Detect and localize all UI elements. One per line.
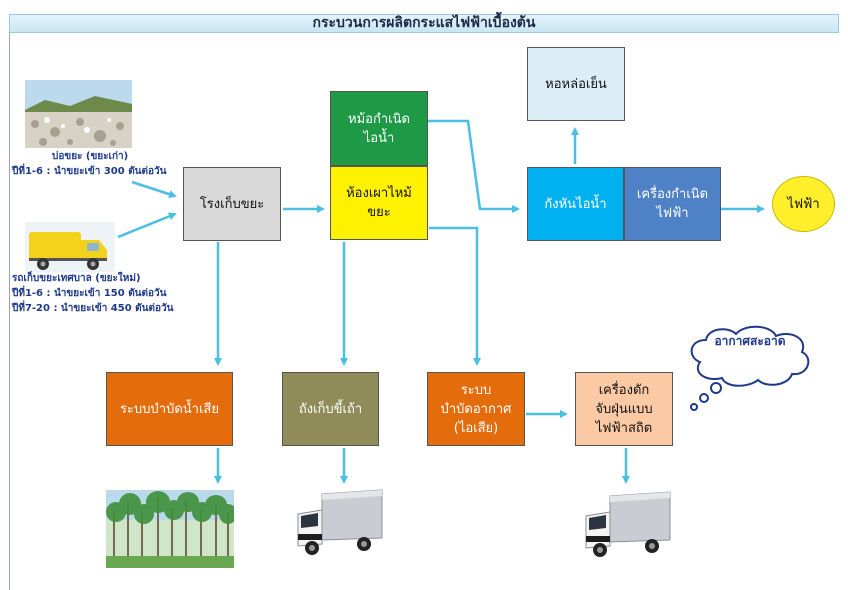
forest-photo [106,490,234,568]
ash-truck-icon [292,488,384,560]
wastewater-box: ระบบบำบัดน้ำเสีย [106,372,233,446]
turbine-box: กังหันไอน้ำ [527,167,624,241]
generator-box: เครื่องกำเนิด ไฟฟ้า [624,167,721,241]
diagram-title: กระบวนการผลิตกระแสไฟฟ้าเบื้องต้น [9,14,839,33]
arrow-landfill-to-sorting [131,180,177,198]
frame-border [9,32,10,590]
arrow-boiler-to-turbine [428,119,520,213]
ash-tank-box: ถังเก็บขี้เถ้า [282,372,379,446]
garbage-truck-photo [25,222,115,272]
arrow-furnace-to-air [429,226,481,366]
air-treatment-box: ระบบ บำบัดอากาศ (ไอเสีย) [427,372,525,446]
clean-air-label: อากาศสะอาด [714,334,786,348]
sorting-box: โรงเก็บขยะ [183,167,281,241]
precipitator-box: เครื่องดัก จับฝุ่นแบบ ไฟฟ้าสถิต [575,372,673,446]
truck-rate-2: ปีที่7-20 : นำขยะเข้า 450 ตันต่อวัน [12,303,174,314]
arrow-truck-to-sorting [117,212,177,239]
landfill-photo [25,80,132,148]
thought-cloud-icon [678,318,828,418]
furnace-box: ห้องเผาไหม้ ขยะ [330,166,428,240]
electricity-circle: ไฟฟ้า [772,176,835,232]
cooling-tower-box: หอหล่อเย็น [527,47,625,121]
landfill-title: บ่อขยะ (ขยะเก่า) [52,151,129,162]
boiler-box: หม้อกำเนิด ไอน้ำ [330,91,428,166]
landfill-rate: ปีที่1-6 : นำขยะเข้า 300 ตันต่อวัน [12,166,167,177]
dust-truck-icon [580,490,672,562]
truck-title: รถเก็บขยะเทศบาล (ขยะใหม่) [12,273,141,284]
truck-rate-1: ปีที่1-6 : นำขยะเข้า 150 ตันต่อวัน [12,288,167,299]
